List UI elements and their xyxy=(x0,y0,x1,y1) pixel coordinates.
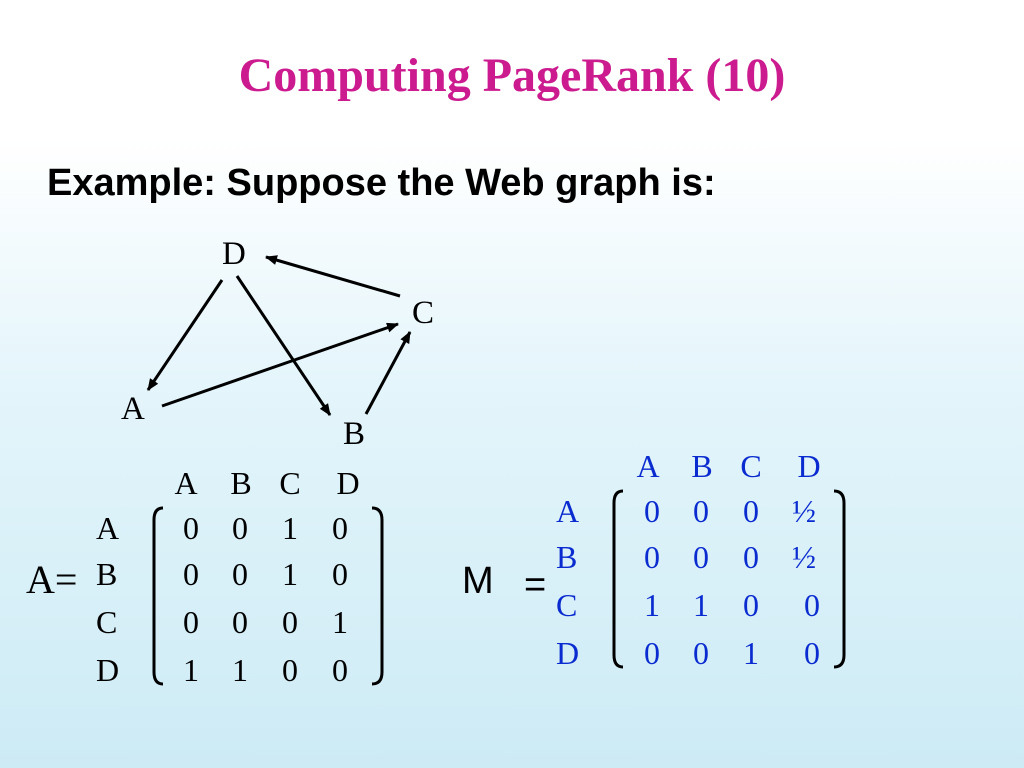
matrix-m-cell: 1 xyxy=(693,587,709,623)
edge-b-c xyxy=(364,331,412,415)
matrix-m-cell: 0 xyxy=(693,539,709,575)
matrix-a-cell: 0 xyxy=(183,556,199,592)
matrix-m-cell: ½ xyxy=(792,493,816,529)
matrix-m-row-c: C xyxy=(556,587,578,623)
matrix-a-row-a: A xyxy=(96,510,120,546)
matrix-a-cell: 1 xyxy=(232,652,248,688)
edge-a-c xyxy=(161,322,399,408)
matrix-a-cell: 0 xyxy=(183,510,199,546)
matrix-m-cell: 0 xyxy=(644,539,660,575)
node-b: B xyxy=(343,416,366,452)
matrix-a-cell: 0 xyxy=(232,510,248,546)
matrix-m-cell: 1 xyxy=(743,635,759,671)
matrix-a-cell: 0 xyxy=(232,556,248,592)
matrix-a-col-c: C xyxy=(279,465,301,501)
matrix-a-cell: 0 xyxy=(332,652,348,688)
matrix-m-col-a: A xyxy=(636,448,660,484)
matrix-m-cell: 0 xyxy=(804,635,820,671)
matrix-m-label: M xyxy=(462,560,494,602)
matrix-m-cell: 0 xyxy=(693,635,709,671)
slide-title: Computing PageRank (10) xyxy=(238,49,786,102)
matrix-m-col-c: C xyxy=(740,448,762,484)
matrix-a-cell: 0 xyxy=(332,556,348,592)
matrix-a-row-d: D xyxy=(96,652,120,688)
node-d: D xyxy=(222,236,246,272)
matrix-a-col-a: A xyxy=(174,465,198,501)
matrix-m-cell: 0 xyxy=(804,587,820,623)
matrix-m-cell: 0 xyxy=(743,493,759,529)
matrix-m-row-d: D xyxy=(556,635,580,671)
matrix-a-cell: 0 xyxy=(183,604,199,640)
matrix-m-cell: 0 xyxy=(693,493,709,529)
matrix-m-cell: 1 xyxy=(644,587,660,623)
matrix-m-col-d: D xyxy=(797,448,821,484)
node-a: A xyxy=(121,391,145,427)
matrix-a-col-b: B xyxy=(230,465,252,501)
matrix-m-cell: 0 xyxy=(743,539,759,575)
matrix-m-cell: 0 xyxy=(644,493,660,529)
slide-subtitle: Example: Suppose the Web graph is: xyxy=(47,162,716,204)
matrix-a-row-c: C xyxy=(96,604,118,640)
edge-c-d xyxy=(265,255,401,298)
matrix-a-label: A= xyxy=(26,557,78,602)
matrix-m-row-a: A xyxy=(556,493,580,529)
matrix-m-cell: 0 xyxy=(743,587,759,623)
matrix-a-cell: 1 xyxy=(282,556,298,592)
matrix-a-cell: 1 xyxy=(183,652,199,688)
edge-d-b xyxy=(235,275,332,416)
matrix-m-row-b: B xyxy=(556,539,578,575)
matrix-a-col-d: D xyxy=(336,465,360,501)
matrix-a-cell: 1 xyxy=(282,510,298,546)
matrix-a-row-b: B xyxy=(96,556,118,592)
matrix-a-cell: 0 xyxy=(232,604,248,640)
matrix-m-equals: = xyxy=(524,564,547,606)
matrix-m-cell: ½ xyxy=(792,539,816,575)
matrix-a-cell: 0 xyxy=(282,604,298,640)
matrix-a-cell: 0 xyxy=(282,652,298,688)
edge-d-a xyxy=(146,279,224,391)
node-c: C xyxy=(412,295,435,331)
matrix-m-cell: 0 xyxy=(644,635,660,671)
matrix-a-cell: 0 xyxy=(332,510,348,546)
matrix-m-col-b: B xyxy=(691,448,713,484)
matrix-a-cell: 1 xyxy=(332,604,348,640)
